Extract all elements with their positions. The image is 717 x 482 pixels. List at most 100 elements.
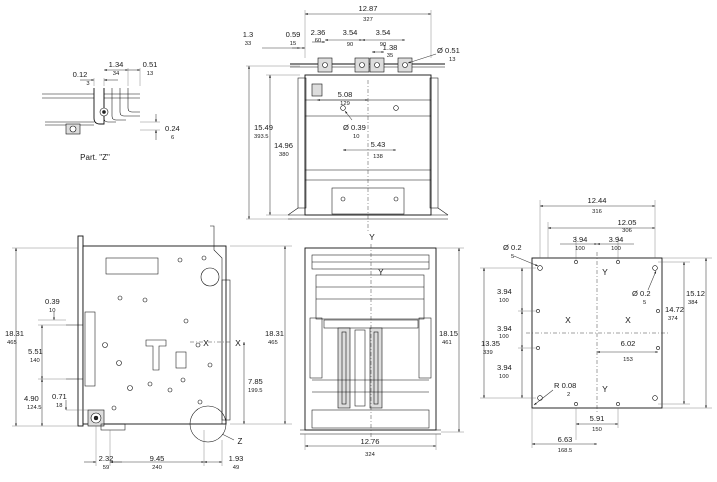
top-height-total-mm: 393.5 — [254, 134, 269, 140]
axis-y-front: Y — [369, 232, 375, 242]
axis-x-cut-right: X — [625, 315, 631, 325]
cut-h-inner-mm: 374 — [668, 316, 678, 322]
top-offset-a: 1.3 — [243, 30, 254, 39]
axis-y-cut-top: Y — [602, 267, 608, 277]
cut-591: 5.91 — [590, 414, 605, 423]
side-232-mm: 59 — [103, 465, 109, 471]
top-offset-b-mm: 15 — [290, 41, 296, 47]
cut-591-mm: 150 — [592, 427, 602, 433]
side-071-mm: 18 — [56, 403, 62, 409]
side-height-left-mm: 465 — [7, 340, 17, 346]
z-width-051-mm: 13 — [147, 71, 153, 77]
side-945: 9.45 — [150, 454, 165, 463]
front-view: Y Y 18.15 461 12.76 324 — [300, 232, 464, 458]
side-785-mm: 199.5 — [248, 388, 263, 394]
cut-width-inner-mm: 306 — [622, 228, 632, 234]
top-pos-543: 5.43 — [371, 140, 386, 149]
top-pos-508: 5.08 — [338, 90, 353, 99]
top-hole-051-mm: 13 — [449, 57, 455, 63]
front-height-mm: 461 — [442, 340, 452, 346]
side-039-mm: 10 — [49, 308, 55, 314]
z-marker: Z — [238, 437, 243, 446]
cut-v-c: 3.94 — [497, 363, 512, 372]
cut-v-b: 3.94 — [497, 324, 512, 333]
z-height-024: 0.24 — [165, 124, 180, 133]
top-height-body: 14.96 — [274, 141, 293, 150]
cut-width-total: 12.44 — [587, 196, 606, 205]
top-hole-039: Ø 0.39 — [343, 123, 366, 132]
cut-hole-right-mm: 5 — [643, 300, 646, 306]
side-193: 1.93 — [229, 454, 244, 463]
side-551: 5.51 — [28, 347, 43, 356]
part-z-label: Part. "Z" — [80, 153, 110, 162]
cut-radius: R 0.08 — [554, 381, 576, 390]
top-pitch-a-mm: 60 — [315, 38, 321, 44]
cut-pitch-a-mm: 100 — [575, 246, 585, 252]
top-pitch-c: 3.54 — [376, 28, 391, 37]
top-hole-051: Ø 0.51 — [437, 46, 460, 55]
cut-pitch-b-mm: 100 — [611, 246, 621, 252]
top-hole-039-mm: 10 — [353, 134, 359, 140]
cut-602-mm: 153 — [623, 357, 633, 363]
cut-v-b-mm: 100 — [499, 334, 509, 340]
cut-h-outer-mm: 384 — [688, 300, 698, 306]
top-bar-width-mm: 35 — [387, 53, 393, 59]
top-pitch-b-mm: 90 — [347, 42, 353, 48]
top-pos-508-mm: 129 — [340, 101, 350, 107]
top-bar-width: 1.38 — [383, 43, 398, 52]
side-height-right: 18.31 — [265, 329, 284, 338]
front-width-mm: 324 — [365, 452, 375, 458]
side-785: 7.85 — [248, 377, 263, 386]
side-height-left: 18.31 — [5, 329, 24, 338]
z-offset-012-mm: 3 — [86, 81, 89, 87]
cut-hole-right: Ø 0.2 — [632, 289, 651, 298]
cut-h-inner: 14.72 — [665, 305, 684, 314]
axis-x-cut-left: X — [565, 315, 571, 325]
axis-y-front-mid: Y — [378, 267, 384, 277]
cut-v-total: 13.35 — [481, 339, 500, 348]
axis-y-cut-bottom: Y — [602, 384, 608, 394]
cut-602: 6.02 — [621, 339, 636, 348]
cut-width-total-mm: 316 — [592, 209, 602, 215]
top-width-mm: 327 — [363, 17, 373, 23]
side-490-mm: 124.5 — [27, 405, 42, 411]
axis-x-side-right: X — [235, 338, 241, 348]
z-width-134: 1.34 — [109, 60, 124, 69]
z-width-051: 0.51 — [143, 60, 158, 69]
top-pitch-a: 2.36 — [311, 28, 326, 37]
top-height-total: 15.49 — [254, 123, 273, 132]
front-height: 18.15 — [439, 329, 458, 338]
side-551-mm: 140 — [30, 358, 40, 364]
axis-x-side: X — [203, 338, 209, 348]
side-232: 2.32 — [99, 454, 114, 463]
top-offset-b: 0.59 — [286, 30, 301, 39]
cut-pitch-b: 3.94 — [609, 235, 624, 244]
cut-v-a: 3.94 — [497, 287, 512, 296]
cut-663-mm: 168.5 — [558, 448, 573, 454]
side-039: 0.39 — [45, 297, 60, 306]
cut-h-outer: 15.12 — [686, 289, 705, 298]
side-height-right-mm: 465 — [268, 340, 278, 346]
top-view: 12.87 327 1.3 33 0.59 15 2.36 60 3.54 90… — [243, 4, 460, 232]
front-width: 12.76 — [360, 437, 379, 446]
z-width-134-mm: 34 — [113, 71, 120, 77]
top-pitch-b: 3.54 — [343, 28, 358, 37]
side-490: 4.90 — [24, 394, 39, 403]
detail-z-view: 0.12 3 1.34 34 0.51 13 0.24 6 Part. "Z" — [42, 60, 180, 162]
side-071: 0.71 — [52, 392, 67, 401]
side-945-mm: 240 — [152, 465, 162, 471]
top-height-body-mm: 380 — [279, 152, 289, 158]
side-view: Z X X 18.31 465 18.31 465 0.39 10 5.51 1… — [5, 225, 292, 471]
side-193-mm: 49 — [233, 465, 239, 471]
cut-width-inner: 12.05 — [617, 218, 636, 227]
cutout-view: Y Y X X 12.44 316 12.05 306 3.94 100 3.9… — [480, 196, 712, 454]
cut-pitch-a: 3.94 — [573, 235, 588, 244]
top-width: 12.87 — [358, 4, 377, 13]
cut-v-a-mm: 100 — [499, 298, 509, 304]
z-offset-012: 0.12 — [73, 70, 88, 79]
top-pitch-c-mm: 90 — [380, 42, 386, 48]
top-pos-543-mm: 138 — [373, 154, 383, 160]
z-height-024-mm: 6 — [171, 135, 174, 141]
cut-hole-left: Ø 0.2 — [503, 243, 522, 252]
